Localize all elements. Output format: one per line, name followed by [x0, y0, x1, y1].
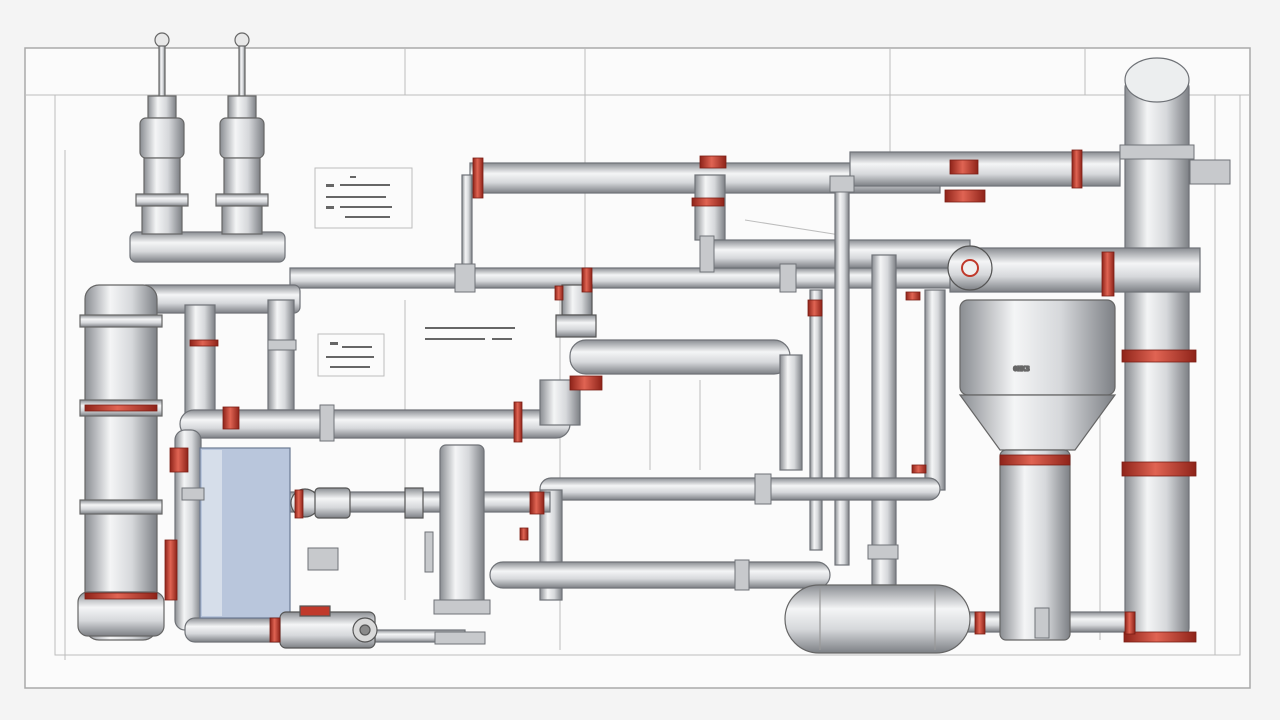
left-vertical-vessel — [77, 284, 165, 641]
gate-valve-left — [135, 32, 189, 235]
annotation-block-top — [326, 176, 392, 218]
red-flanges — [84, 149, 1197, 643]
pipe-couplings — [181, 144, 1231, 645]
gate-valve-right — [215, 32, 269, 235]
tank-label: GHKS — [1013, 365, 1030, 373]
round-valve — [947, 245, 993, 291]
annotation-block-mid — [326, 327, 515, 368]
pipe-central-riser — [439, 444, 485, 611]
right-process-tank: GHKS — [958, 299, 1117, 641]
inline-valve — [290, 487, 424, 519]
grid-lines — [25, 48, 1250, 660]
horizontal-drum — [784, 584, 971, 654]
pump-motor — [279, 605, 378, 649]
